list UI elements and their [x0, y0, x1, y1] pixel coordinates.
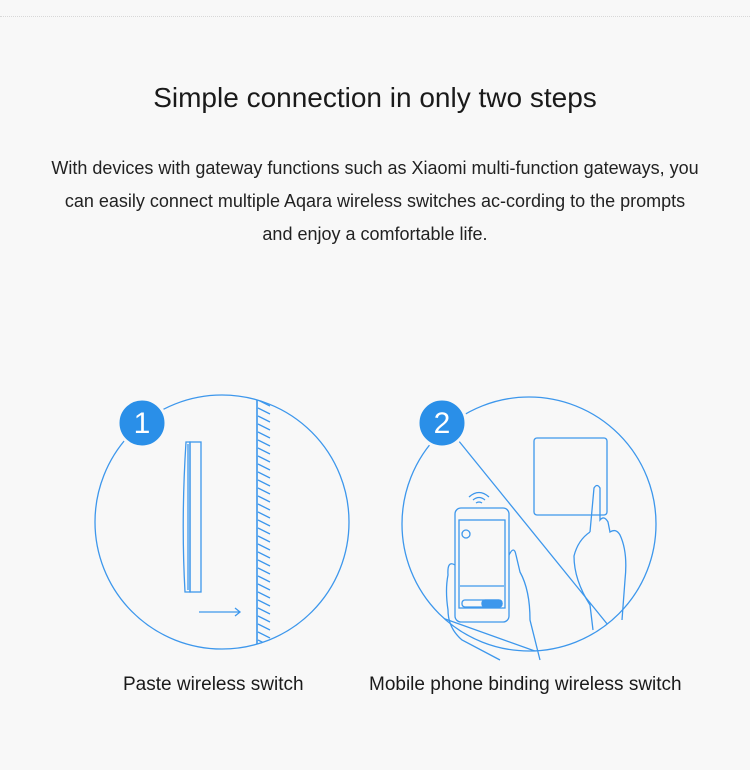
page-title: Simple connection in only two steps — [153, 82, 597, 113]
wall-hatch-line — [257, 447, 271, 455]
wall-hatch-line — [257, 415, 271, 423]
top-divider — [0, 16, 750, 17]
wall-hatch-line — [257, 479, 271, 487]
wall-hatch-line — [257, 591, 271, 599]
wall-hatch-line — [257, 583, 271, 591]
wall-hatch-line — [257, 463, 271, 471]
wall-hatch-line — [257, 631, 271, 639]
wall-hatch-line — [257, 423, 271, 431]
wall-hatch-line — [257, 551, 271, 559]
step-1-illustration — [94, 394, 350, 662]
hand-pressing-icon — [573, 484, 627, 631]
wall-hatch-line — [257, 615, 271, 623]
wall-hatch-line — [257, 471, 271, 479]
wall-hatch-line — [257, 543, 271, 551]
wall-hatch-line — [257, 455, 271, 463]
step-1-caption: Paste wireless switch — [123, 674, 304, 695]
phone-icon — [454, 507, 510, 623]
wall-hatch-line — [257, 647, 271, 649]
step-2-circle — [401, 396, 657, 652]
wall-hatch-line — [257, 407, 271, 415]
wall-hatch-line — [257, 575, 271, 583]
arrow-right-icon — [199, 607, 242, 617]
wall-hatch-line — [257, 395, 271, 399]
wall-hatch-line — [257, 487, 271, 495]
wall-hatch-line — [257, 439, 271, 447]
wifi-icon — [468, 491, 490, 504]
wall-hatch-line — [257, 607, 271, 615]
wall-hatch-line — [257, 399, 271, 407]
step-2-number: 2 — [433, 407, 451, 440]
step-2-badge — [416, 397, 468, 449]
hand-holding-icon — [445, 549, 541, 661]
switch-side-icon — [182, 441, 202, 593]
wall-hatch-line — [258, 656, 270, 662]
wall-hatch-line — [257, 511, 271, 519]
wall-hatch-line — [257, 495, 271, 503]
wall-hatch-line — [257, 519, 271, 527]
wall-hatch-line — [257, 567, 271, 575]
wall-hatch-line — [257, 503, 271, 511]
description: With devices with gateway functions such… — [51, 158, 699, 244]
step-1-number: 1 — [133, 407, 151, 440]
step-1-circle — [94, 394, 350, 650]
wireless-switch-icon — [533, 437, 608, 516]
wall-hatch-line — [257, 559, 271, 567]
step-1-badge — [116, 397, 168, 449]
wall-hatch-line — [257, 431, 271, 439]
wall-hatch-line — [257, 599, 271, 607]
wall-hatch-line — [257, 535, 271, 543]
step-2-illustration — [401, 396, 657, 661]
wall-hatch-line — [257, 527, 271, 535]
step-2-caption: Mobile phone binding wireless switch — [369, 674, 682, 695]
wall-icon — [256, 395, 271, 662]
wall-hatch-line — [257, 623, 271, 631]
